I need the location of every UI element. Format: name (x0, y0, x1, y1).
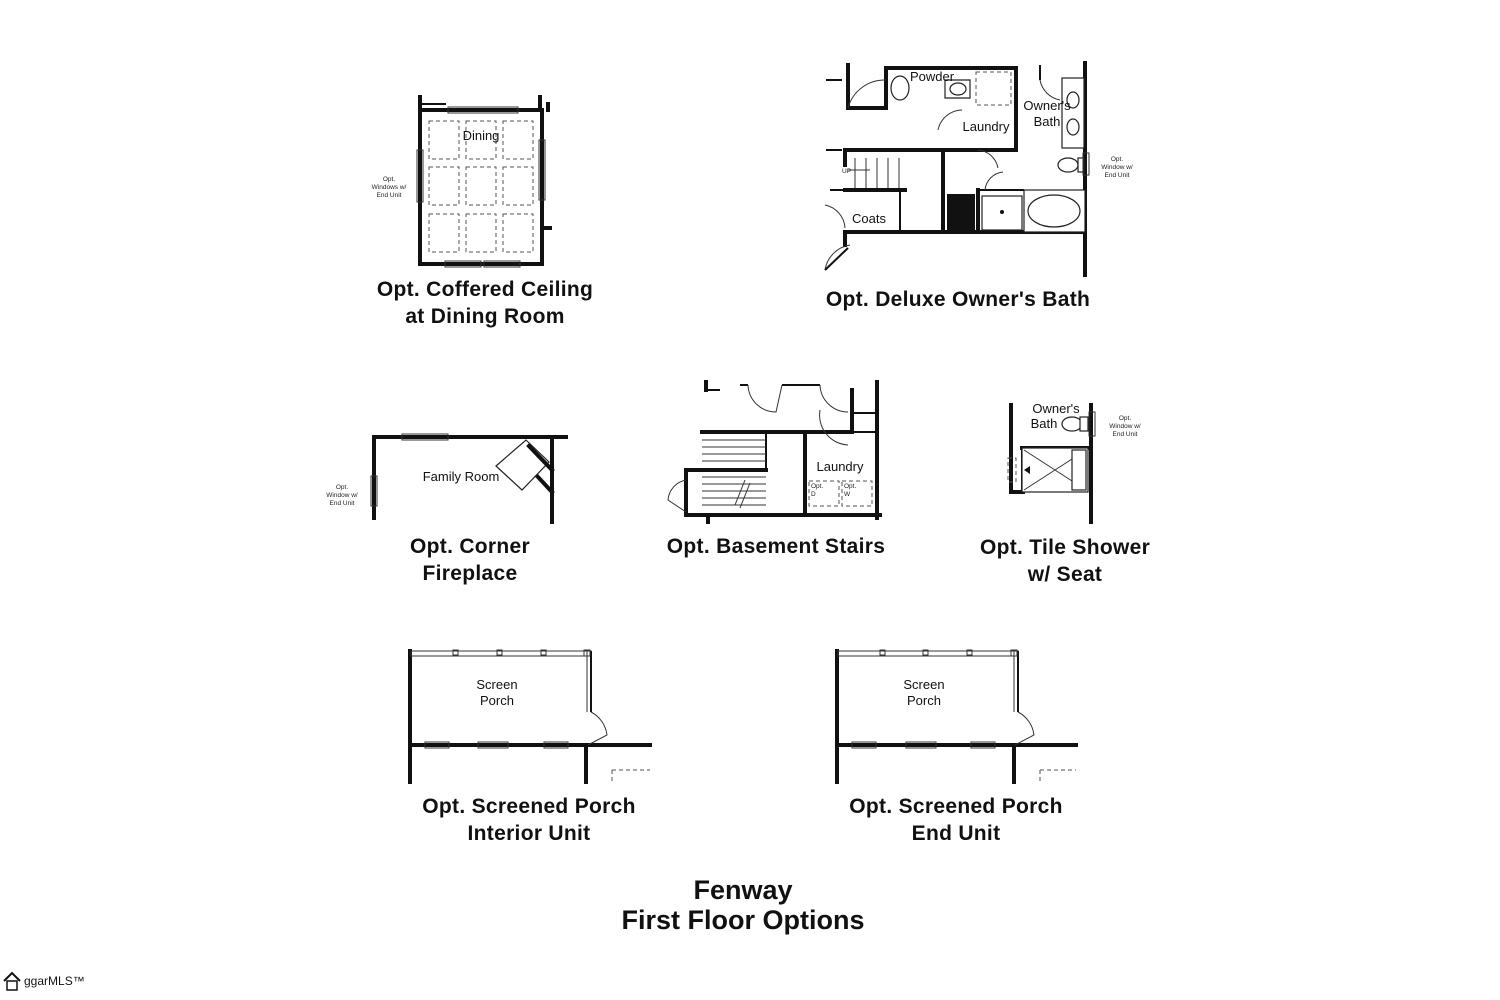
opt-washer-label-2: W (844, 491, 851, 498)
shower-window-note-2: Window w/ (1109, 423, 1141, 430)
tile-shower-caption: Opt. Tile Shower w/ Seat (980, 534, 1150, 588)
family-room-label: Family Room (423, 469, 500, 484)
mls-watermark-text: ggarMLS™ (24, 974, 85, 988)
owners-bath-label-2: Bath (1034, 114, 1061, 129)
bath-window-note-2: Window w/ (1101, 164, 1133, 171)
basement-laundry-label: Laundry (817, 459, 864, 474)
mls-watermark: ggarMLS™ (2, 970, 85, 992)
corner-fireplace-caption: Opt. Corner Fireplace (410, 533, 530, 587)
bath-window-note-3: End Unit (1105, 172, 1130, 179)
powder-room-label: Powder (910, 69, 955, 84)
porch-end-label-1: Screen (903, 677, 944, 692)
fireplace-window-note-1: Opt. (336, 484, 348, 491)
bath-window-note-1: Opt. (1111, 156, 1123, 163)
basement-stairs-caption: Opt. Basement Stairs (666, 535, 886, 558)
porch-interior-label-2: Porch (480, 693, 514, 708)
screened-porch-interior-plan: Screen Porch (408, 649, 652, 784)
coffered-window-note-1: Opt. (383, 176, 395, 183)
screened-porch-end-plan: Screen Porch (835, 649, 1078, 784)
plan-title-line2: First Floor Options (621, 905, 865, 935)
plan-title-line1: Fenway (693, 875, 793, 905)
bath-laundry-label: Laundry (963, 119, 1010, 134)
porch-interior-caption-line2: Interior Unit (467, 822, 591, 845)
porch-end-caption: Opt. Screened Porch End Unit (849, 793, 1062, 847)
shower-bath-label: Bath (1031, 416, 1058, 431)
coffered-caption-line2: at Dining Room (405, 305, 565, 328)
porch-interior-label-1: Screen (476, 677, 517, 692)
shower-window-note-3: End Unit (1113, 431, 1138, 438)
opt-dryer-label-1: Opt. (811, 483, 823, 490)
coats-closet-label: Coats (852, 211, 886, 226)
coffered-window-note-3: End Unit (377, 192, 402, 199)
shower-caption-line2: w/ Seat (1027, 563, 1103, 586)
porch-end-caption-line1: Opt. Screened Porch (849, 795, 1063, 818)
fireplace-window-note-2: Window w/ (326, 492, 358, 499)
plan-title: Fenway First Floor Options (622, 875, 865, 935)
deluxe-bath-caption: Opt. Deluxe Owner's Bath (825, 288, 1091, 311)
opt-dryer-label-2: D (811, 491, 816, 498)
tile-shower-plan: Owner's Bath Opt. Window w/ End Unit (1007, 401, 1141, 524)
porch-interior-caption: Opt. Screened Porch Interior Unit (422, 793, 635, 847)
fireplace-caption-line1: Opt. Corner (410, 535, 530, 558)
coffered-ceiling-caption: Opt. Coffered Ceiling at Dining Room (377, 276, 593, 330)
deluxe-owners-bath-plan: UP Powder Laundry Owner's Bath Coats Opt… (824, 61, 1133, 277)
house-icon (3, 971, 21, 991)
porch-end-caption-line2: End Unit (911, 822, 1001, 845)
shower-window-note-1: Opt. (1119, 415, 1131, 422)
basement-stairs-plan: Laundry Opt. D Opt. W (667, 380, 882, 524)
porch-end-label-2: Porch (907, 693, 941, 708)
fireplace-window-note-3: End Unit (330, 500, 355, 507)
porch-interior-caption-line1: Opt. Screened Porch (422, 795, 636, 818)
opt-washer-label-1: Opt. (844, 483, 856, 490)
shower-owners-label: Owner's (1032, 401, 1080, 416)
coffered-window-note-2: Windows w/ (372, 184, 407, 191)
corner-fireplace-plan: Family Room Opt. Window w/ End Unit (326, 433, 568, 524)
stair-up-label: UP (842, 168, 851, 175)
dining-room-label: Dining (463, 128, 500, 143)
owners-bath-label-1: Owner's (1023, 98, 1071, 113)
fireplace-caption-line2: Fireplace (422, 562, 518, 585)
coffered-ceiling-plan: Dining Opt. Windows w/ End Unit (372, 95, 552, 268)
coffered-caption-line1: Opt. Coffered Ceiling (376, 278, 594, 301)
shower-caption-line1: Opt. Tile Shower (979, 536, 1151, 559)
